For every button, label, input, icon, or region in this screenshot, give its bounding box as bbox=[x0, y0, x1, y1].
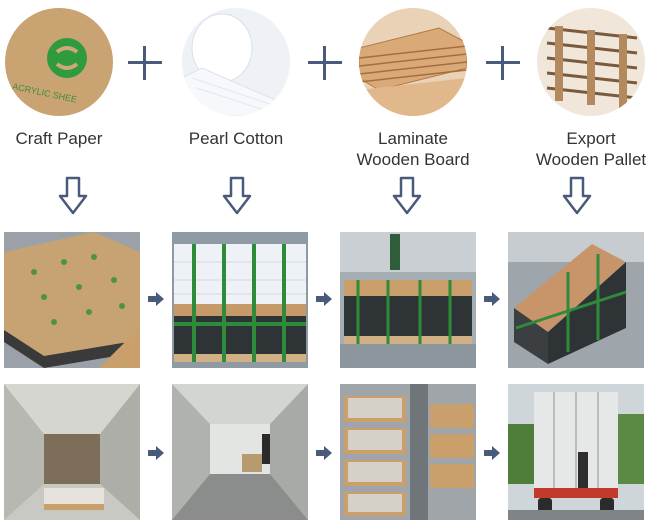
right-arrow-icon bbox=[148, 292, 164, 306]
down-arrow-icon bbox=[392, 176, 422, 215]
down-arrow-icon bbox=[222, 176, 252, 215]
container-photo-sealed-truck bbox=[508, 384, 644, 520]
right-arrow-icon bbox=[484, 446, 500, 460]
material-label-line1: Pearl Cotton bbox=[188, 129, 284, 148]
laminate-board-photo bbox=[359, 8, 467, 116]
down-arrow-icon bbox=[58, 176, 88, 215]
pearl-cotton-photo bbox=[182, 8, 290, 116]
packing-photo-wooden-pallet bbox=[508, 232, 644, 368]
wooden-pallet-photo bbox=[537, 8, 645, 116]
packing-photo-laminate-board bbox=[340, 232, 476, 368]
right-arrow-icon bbox=[316, 446, 332, 460]
material-label-line1: Export bbox=[566, 129, 616, 148]
down-arrow-icon bbox=[562, 176, 592, 215]
material-label-line2: Wooden Pallet bbox=[535, 150, 647, 169]
container-photo-loading bbox=[172, 384, 308, 520]
material-label-line2: Wooden Board bbox=[356, 150, 470, 169]
right-arrow-icon bbox=[316, 292, 332, 306]
plus-icon bbox=[128, 46, 162, 80]
packing-photo-craft-paper bbox=[4, 232, 140, 368]
plus-icon bbox=[308, 46, 342, 80]
container-photo-empty bbox=[4, 384, 140, 520]
right-arrow-icon bbox=[484, 292, 500, 306]
container-photo-loaded bbox=[340, 384, 476, 520]
craft-paper-photo: ACRYLIC SHEE bbox=[5, 8, 113, 116]
material-label-line1: Craft Paper bbox=[15, 129, 103, 148]
right-arrow-icon bbox=[148, 446, 164, 460]
material-label-line1: Laminate bbox=[378, 129, 448, 148]
plus-icon bbox=[486, 46, 520, 80]
packing-photo-pearl-cotton bbox=[172, 232, 308, 368]
